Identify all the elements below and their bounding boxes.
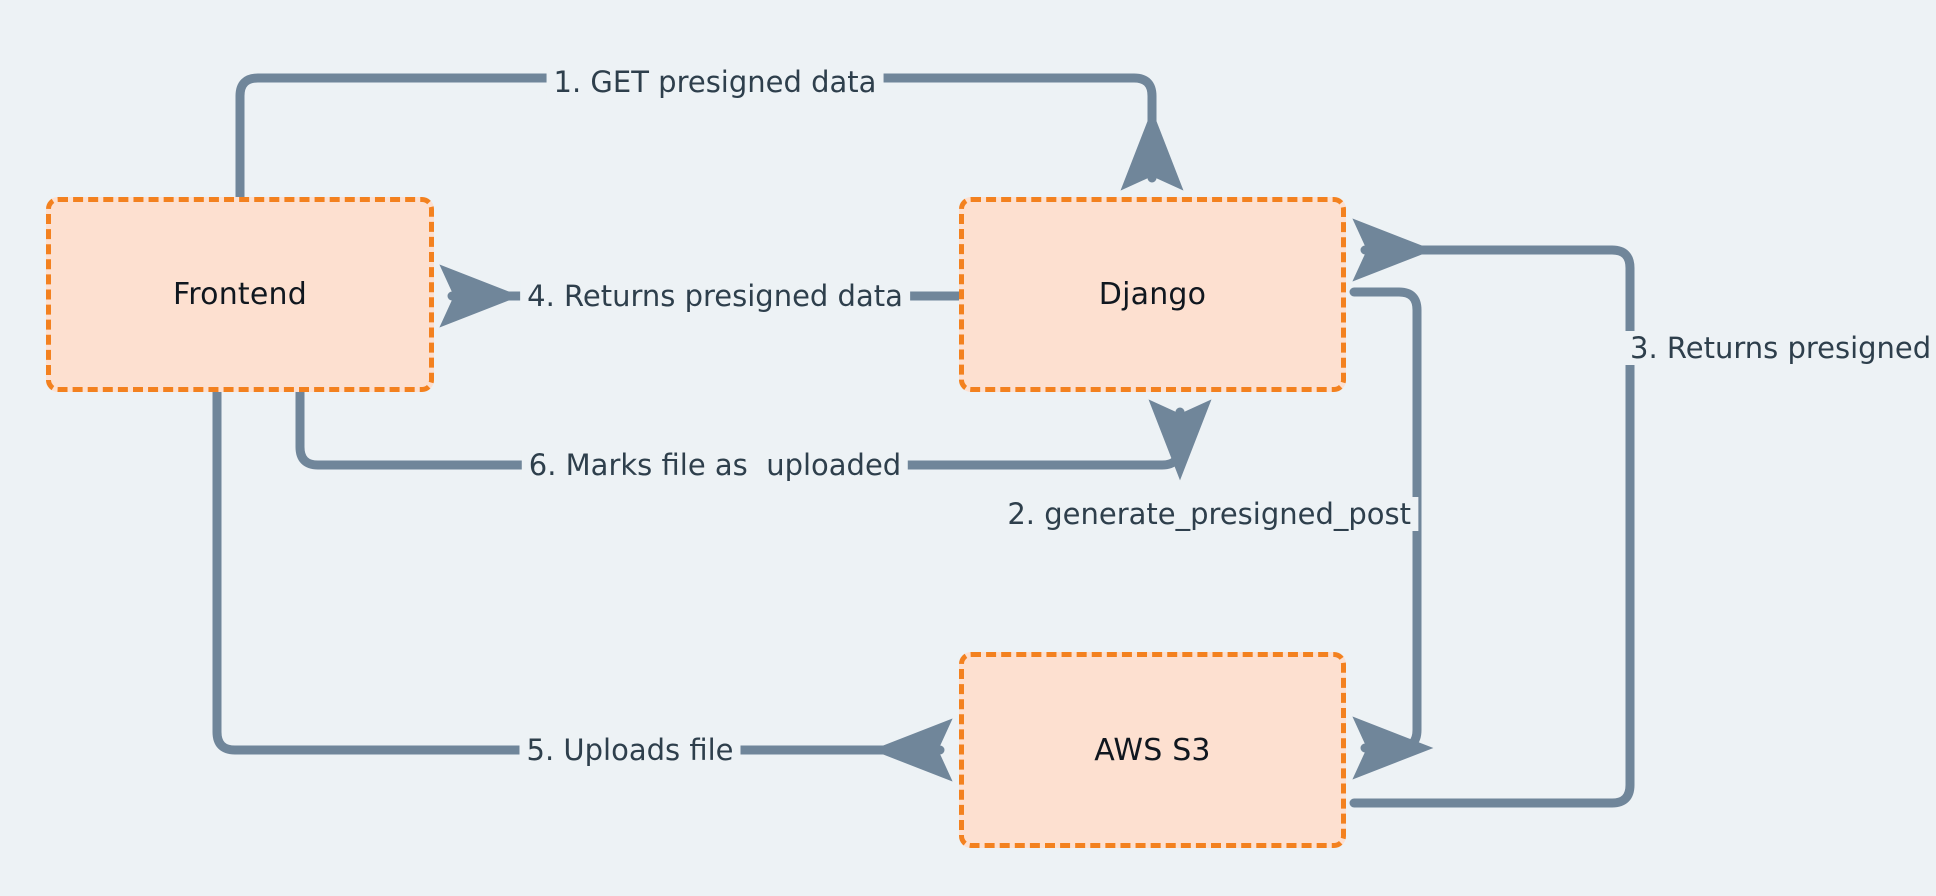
node-django-label: Django: [1098, 277, 1207, 312]
node-django[interactable]: Django: [959, 197, 1346, 392]
edge-label-6: 6. Marks file as uploaded: [521, 448, 909, 482]
edge-label-3: 3. Returns presigned data: [1623, 331, 1936, 365]
edge-label-5: 5. Uploads file: [519, 733, 741, 767]
edge-label-2: 2. generate_presigned_post: [1000, 497, 1418, 531]
edge-3-returns-presigned-data: [1349, 218, 1635, 808]
edge-5-uploads-file: [212, 387, 953, 782]
edge-label-4: 4. Returns presigned data: [520, 279, 910, 313]
edge-label-1: 1. GET presigned data: [546, 65, 884, 99]
node-aws-s3[interactable]: AWS S3: [959, 652, 1346, 848]
node-frontend[interactable]: Frontend: [46, 197, 434, 392]
node-aws-s3-label: AWS S3: [1094, 732, 1211, 768]
node-frontend-label: Frontend: [173, 277, 307, 312]
